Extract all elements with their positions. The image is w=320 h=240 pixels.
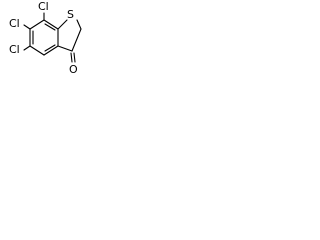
bond-c6-c7 [29, 19, 45, 30]
bond-c7a-s [57, 19, 68, 30]
bond-c3-o-1 [70, 52, 73, 63]
bond-c3-c3a [57, 45, 73, 52]
bond-c3-o-2 [73, 52, 76, 63]
bond-double-c3a-c4 [44, 44, 56, 52]
atom-label-sulfur: S [67, 8, 74, 21]
bonds [23, 12, 82, 63]
bond-double-c7-c7a [44, 23, 56, 31]
atom-label-oxygen: O [69, 63, 78, 76]
atom-label-cl-top: Cl [38, 0, 49, 13]
bond-c3a-c4 [43, 45, 59, 56]
atom-label-cl-left-lower: Cl [9, 43, 20, 56]
bond-s-c2 [76, 19, 82, 30]
atom-label-cl-left-upper: Cl [9, 17, 20, 30]
bond-c4-c5 [29, 45, 45, 56]
bond-c7-c7a [43, 19, 59, 30]
atom-labels: Cl Cl Cl S O [9, 0, 78, 76]
bond-c2-c3 [71, 28, 82, 52]
structure-diagram: Cl Cl Cl S O [9, 0, 82, 76]
bond-c6-cl [23, 24, 31, 30]
bond-c5-cl [23, 45, 31, 51]
